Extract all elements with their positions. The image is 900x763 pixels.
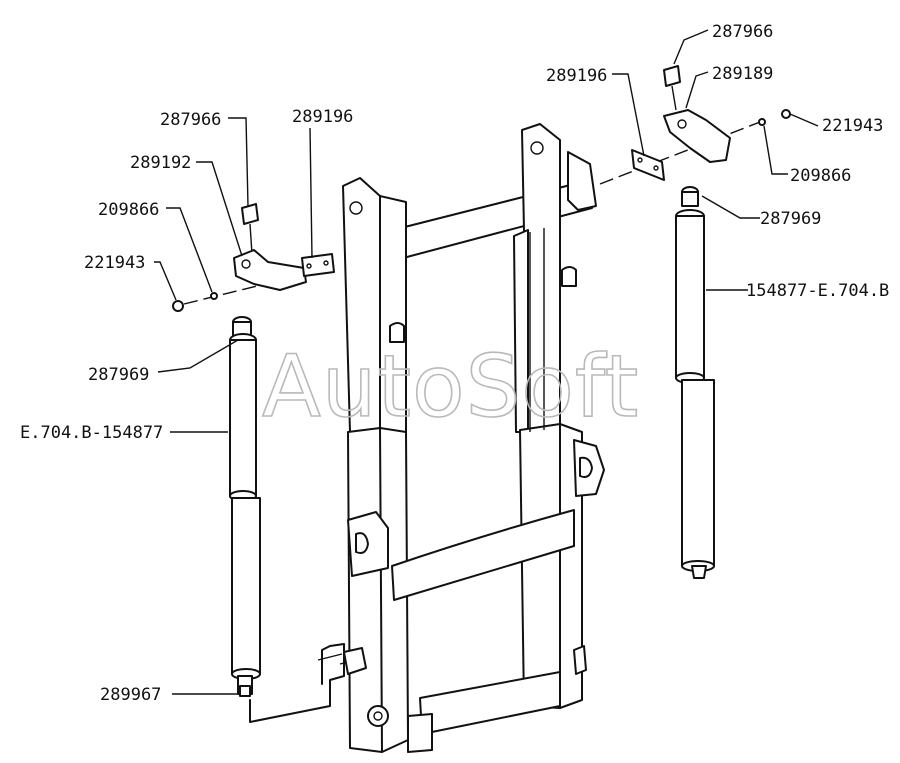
label-right-washer[interactable]: 209866 bbox=[790, 166, 851, 186]
right-bracket-group bbox=[599, 65, 791, 185]
mast-assembly bbox=[249, 123, 605, 753]
left-lift-cylinder bbox=[229, 316, 261, 697]
label-right-cap-screw[interactable]: 287966 bbox=[712, 22, 773, 42]
label-right-cylinder[interactable]: 154877-E.704.B bbox=[746, 281, 889, 301]
label-right-circlip[interactable]: 221943 bbox=[822, 116, 883, 136]
label-hose-fitting[interactable]: 289967 bbox=[100, 685, 161, 705]
label-right-plate[interactable]: 289196 bbox=[546, 66, 607, 86]
label-left-plate[interactable]: 289196 bbox=[292, 107, 353, 127]
leader-lines bbox=[154, 29, 819, 695]
label-left-pad[interactable]: 287969 bbox=[88, 365, 149, 385]
label-left-washer[interactable]: 209866 bbox=[98, 200, 159, 220]
part-labels: 287966 289192 209866 221943 289196 28796… bbox=[20, 22, 889, 705]
label-left-circlip[interactable]: 221943 bbox=[84, 253, 145, 273]
right-lift-cylinder bbox=[675, 186, 715, 579]
watermark-text: AutoSoft bbox=[262, 337, 639, 437]
label-left-cap-screw[interactable]: 287966 bbox=[160, 110, 221, 130]
label-left-bracket[interactable]: 289192 bbox=[130, 153, 191, 173]
label-right-bracket[interactable]: 289189 bbox=[712, 64, 773, 84]
left-bracket-group bbox=[172, 203, 335, 312]
label-right-pad[interactable]: 287969 bbox=[760, 209, 821, 229]
label-left-cylinder[interactable]: E.704.B-154877 bbox=[20, 423, 163, 443]
